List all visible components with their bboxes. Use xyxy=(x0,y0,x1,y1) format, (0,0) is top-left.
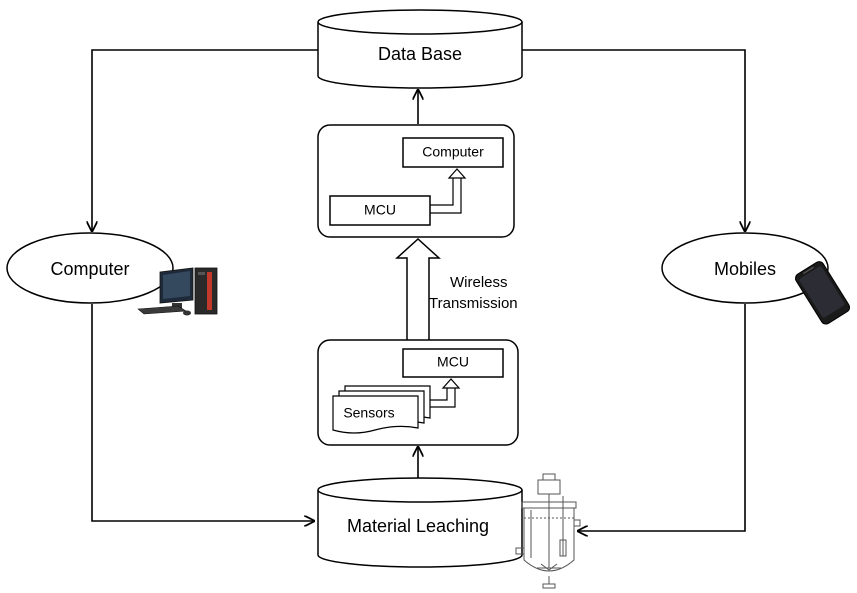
sensors-document-stack xyxy=(332,385,431,434)
smartphone-icon xyxy=(794,261,851,325)
wireless-transmission-arrow xyxy=(395,237,441,340)
mobiles-node: Mobiles xyxy=(661,232,829,304)
leaching-reactor-icon xyxy=(515,473,581,589)
mobiles-to-leaching-arrow xyxy=(578,304,746,531)
mcu-bottom-label: MCU xyxy=(437,354,469,370)
database-to-computer-arrow xyxy=(92,49,318,231)
database-label: Data Base xyxy=(378,44,462,64)
mcu-top-label: MCU xyxy=(364,202,396,218)
computer-box-label: Computer xyxy=(422,144,484,160)
sensing-unit-box: MCU Sensors xyxy=(317,339,519,446)
computer-node: Computer xyxy=(6,232,174,304)
computer-node-label: Computer xyxy=(50,259,129,279)
transmission-label: Transmission xyxy=(429,295,518,312)
receiver-unit-box: Computer MCU xyxy=(317,124,515,238)
mobiles-node-label: Mobiles xyxy=(714,259,776,279)
sensors-label: Sensors xyxy=(343,405,394,421)
mcu-top-box xyxy=(329,195,431,226)
mcu-to-computer-connector xyxy=(430,168,467,214)
computer-box xyxy=(402,137,504,168)
database-cylinder: Data Base xyxy=(317,9,523,89)
mcu-bottom-box xyxy=(402,348,504,378)
database-to-mobiles-arrow xyxy=(522,49,745,231)
desktop-computer-icon xyxy=(137,267,218,316)
wireless-label: Wireless xyxy=(450,274,508,291)
sensors-to-mcu-connector xyxy=(430,378,461,408)
material-leaching-label: Material Leaching xyxy=(347,516,489,536)
computer-to-leaching-arrow xyxy=(91,304,314,521)
material-leaching-cylinder: Material Leaching xyxy=(317,477,523,568)
